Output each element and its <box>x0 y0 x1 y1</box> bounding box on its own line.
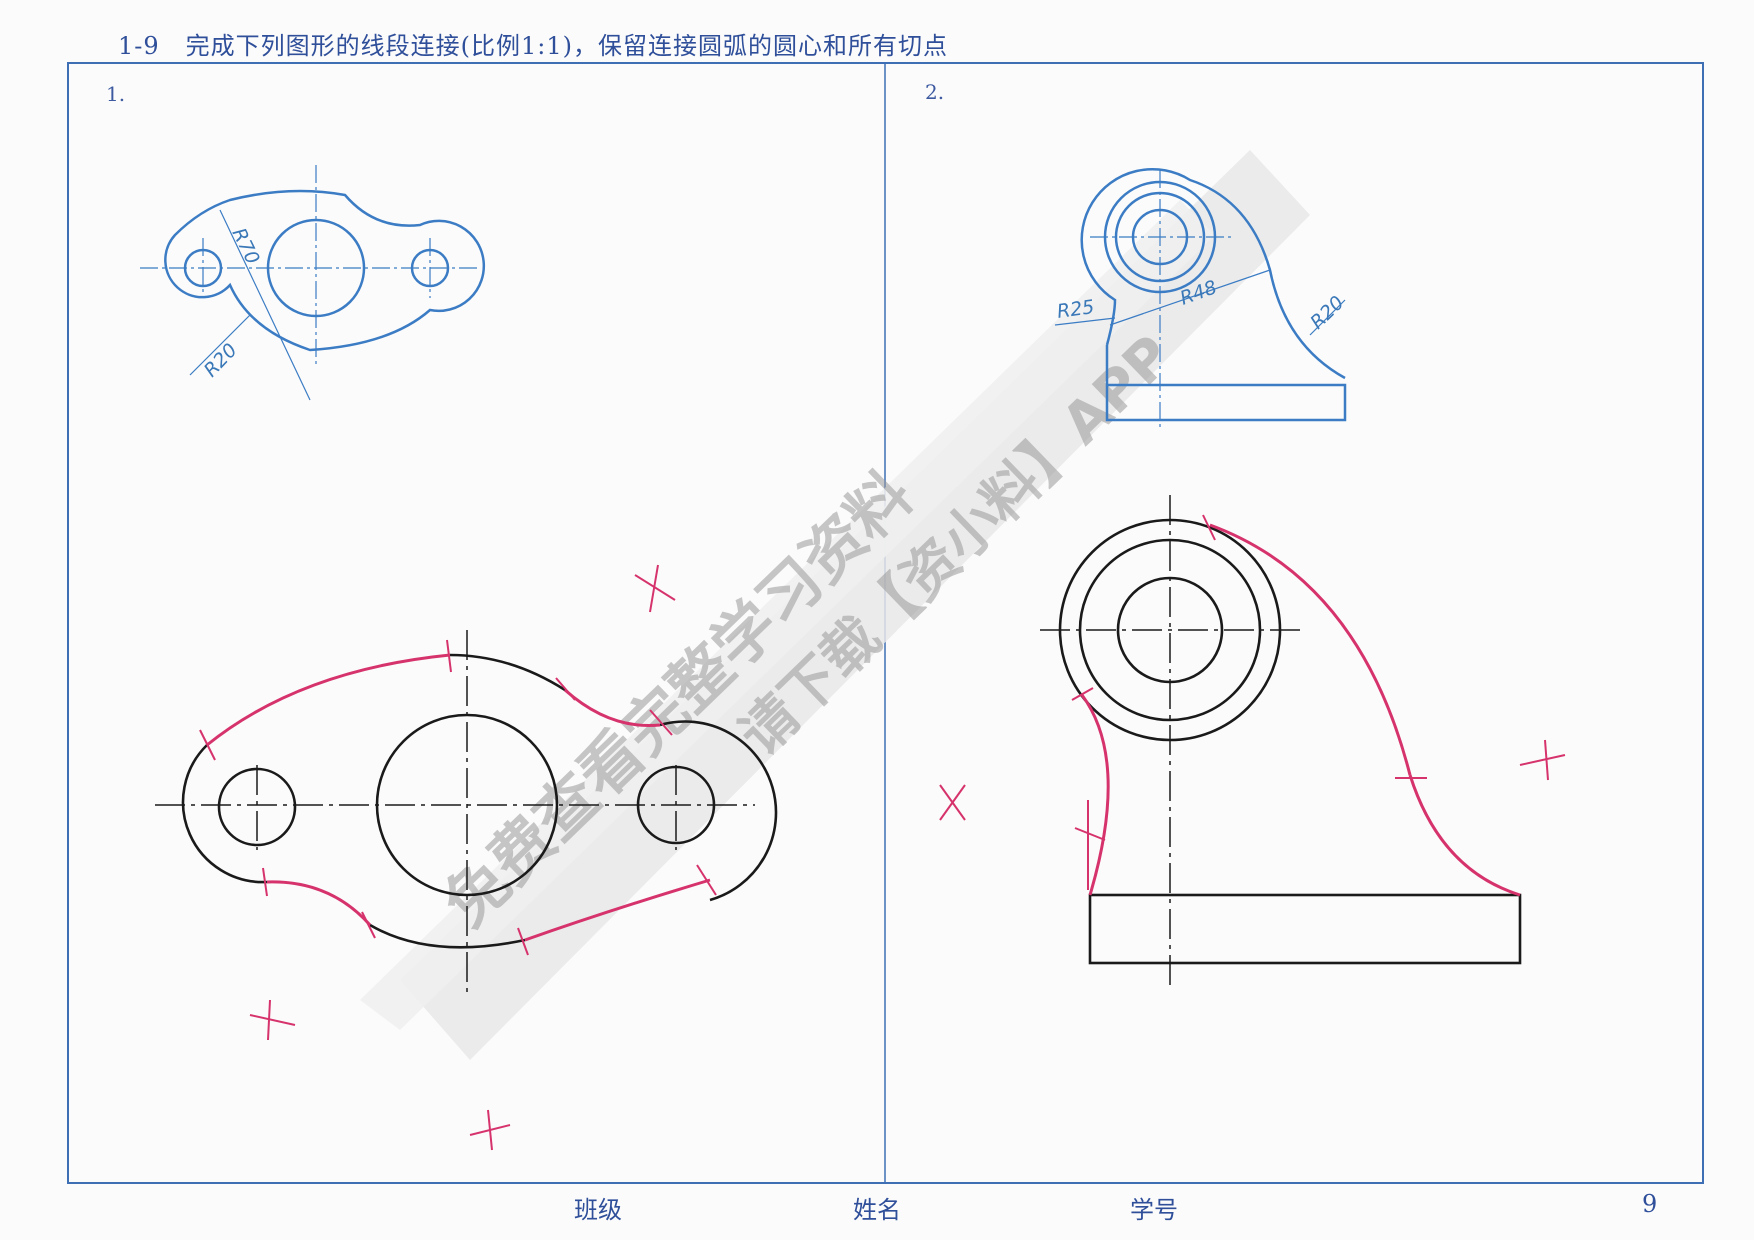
example-2-outline <box>1080 168 1347 422</box>
class-label: 班级 <box>574 1196 622 1224</box>
watermark-line-1: 免费查看完整学习资料 <box>430 458 927 941</box>
arc-top-left <box>206 653 451 747</box>
panel-2-connecting-arcs <box>939 514 1566 897</box>
dim-r20-right: R20 <box>1306 292 1348 334</box>
page-number: 9 <box>1642 1190 1658 1218</box>
solution-2-base <box>1088 893 1522 965</box>
dim-r20-left: R20 <box>200 339 242 381</box>
watermark: 免费查看完整学习资料 请下载【资小料】APP <box>360 150 1310 1060</box>
exercise-number: 1-9 <box>118 32 160 60</box>
exercise-instruction: 完成下列图形的线段连接(比例1:1)，保留连接圆弧的圆心和所有切点 <box>185 32 949 60</box>
panel-1-example: R70 R20 <box>140 165 486 401</box>
panel-1-connecting-arcs <box>199 564 717 1151</box>
example-1-outline <box>164 189 486 352</box>
arc-left-r25 <box>1080 694 1110 896</box>
panel-2-label: 2. <box>925 80 945 104</box>
dim-r70: R70 <box>228 225 264 268</box>
arc-r48 <box>1209 523 1412 776</box>
panel-1-solution <box>155 630 778 995</box>
exercise-header: 1-9 完成下列图形的线段连接(比例1:1)，保留连接圆弧的圆心和所有切点 <box>118 26 948 61</box>
panel-2-solution <box>1040 495 1522 990</box>
arc-top-right <box>564 688 661 728</box>
panel-1-label: 1. <box>106 82 126 106</box>
arc-bottom-left <box>266 880 372 926</box>
arc-r20-base <box>1408 774 1521 897</box>
dim-r25: R25 <box>1056 296 1096 323</box>
arc-bottom-right <box>524 878 711 942</box>
student-id-label: 学号 <box>1130 1196 1178 1224</box>
name-label: 姓名 <box>853 1196 901 1224</box>
